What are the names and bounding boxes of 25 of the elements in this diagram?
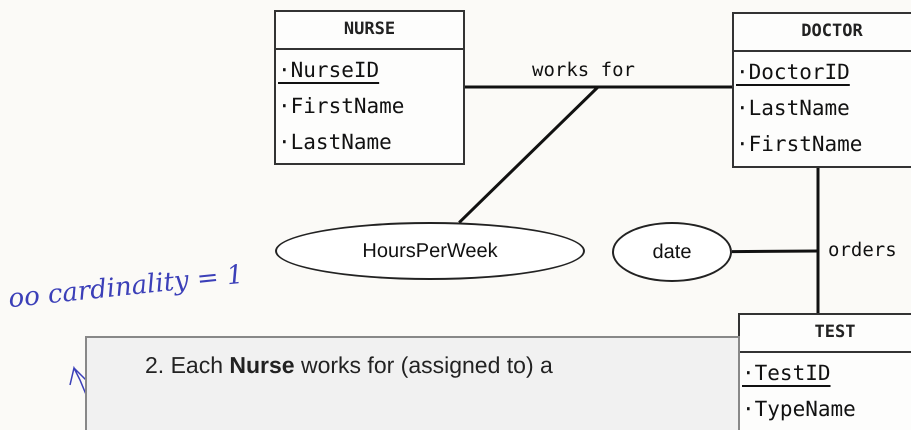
relationship-line xyxy=(816,168,820,313)
attribute-text: ·TypeName xyxy=(741,396,857,423)
entity-name: NURSE xyxy=(276,12,463,50)
relationship-line xyxy=(465,86,732,88)
attribute-text: ·NurseID xyxy=(277,57,380,84)
attribute-text: ·DoctorID xyxy=(735,59,851,86)
entity-box xyxy=(274,10,465,165)
relationship-line xyxy=(458,86,600,224)
attribute-text: ·LastName xyxy=(735,95,851,122)
entity-box xyxy=(738,313,911,430)
attribute-text: ·TestID xyxy=(741,360,832,387)
attribute-text: ·LastName xyxy=(277,129,393,156)
entity-box xyxy=(732,12,911,168)
relationship-label: works for xyxy=(532,58,635,83)
relationship-label: orders xyxy=(828,238,897,263)
entity-name: TEST xyxy=(740,315,911,353)
entity-name: DOCTOR xyxy=(734,14,911,52)
attribute-name: HoursPerWeek xyxy=(362,239,498,264)
note-panel xyxy=(85,336,740,430)
attribute-name: date xyxy=(652,240,692,265)
note-text: 2. Each Nurse works for (assigned to) a xyxy=(145,351,554,380)
attribute-text: ·FirstName xyxy=(735,131,864,158)
attribute-text: ·FirstName xyxy=(277,93,406,120)
handwritten-note: oo cardinality = 1 xyxy=(6,258,246,316)
relationship-line xyxy=(732,250,818,254)
